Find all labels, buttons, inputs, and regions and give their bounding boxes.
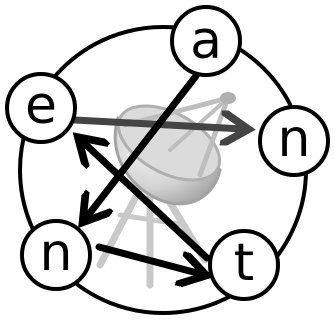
letter-n-left: n [40,223,73,283]
letter-node-n-right: n [260,107,328,175]
letter-node-a: a [172,7,240,75]
letter-node-t: t [210,231,278,299]
letter-t: t [234,233,254,293]
letter-a: a [190,11,222,71]
letter-e: e [25,76,57,136]
letter-node-n-left: n [22,221,90,289]
letter-n-right: n [278,109,311,169]
letter-node-e: e [7,74,75,142]
